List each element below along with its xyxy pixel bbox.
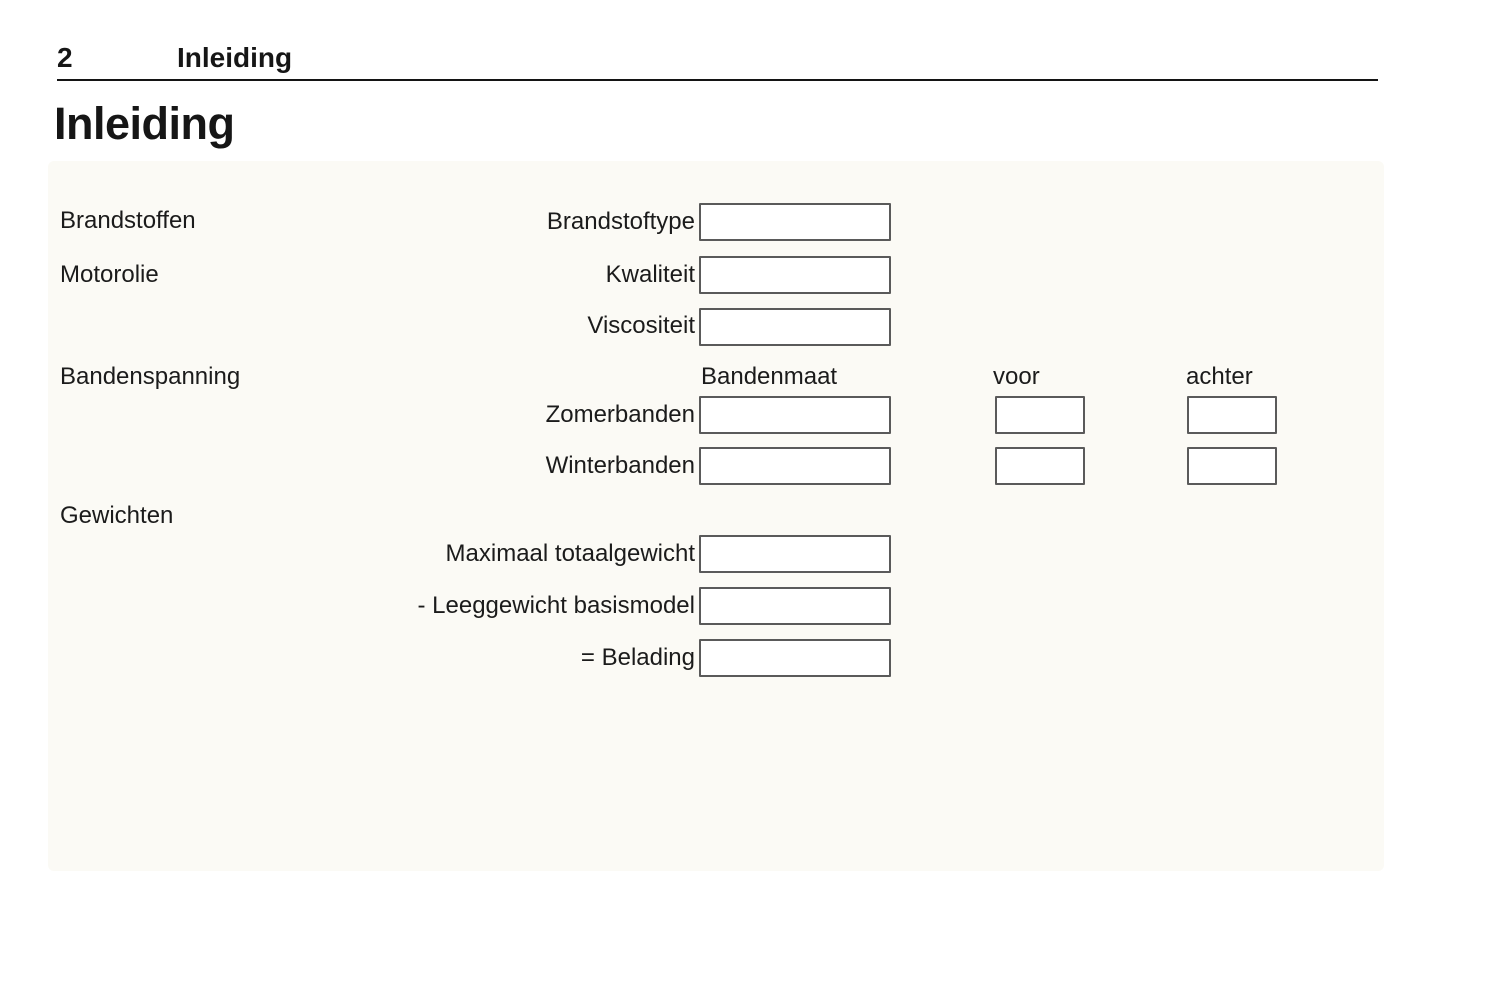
field-label-maximaal-totaalgewicht: Maximaal totaalgewicht bbox=[445, 540, 695, 567]
row-label-zomerbanden: Zomerbanden bbox=[545, 401, 695, 428]
column-header-achter: achter bbox=[1186, 363, 1253, 390]
winterbanden-achter-input[interactable] bbox=[1187, 447, 1277, 485]
column-header-voor: voor bbox=[993, 363, 1040, 390]
field-label-belading: = Belading bbox=[580, 644, 695, 671]
winterbanden-maat-input[interactable] bbox=[699, 447, 891, 485]
section-label-brandstoffen: Brandstoffen bbox=[60, 207, 196, 234]
field-label-viscositeit: Viscositeit bbox=[587, 312, 695, 339]
page-title: Inleiding bbox=[54, 98, 235, 149]
maximaal-totaalgewicht-input[interactable] bbox=[699, 535, 891, 573]
viscositeit-input[interactable] bbox=[699, 308, 891, 346]
column-header-bandenmaat: Bandenmaat bbox=[701, 363, 838, 390]
zomerbanden-voor-input[interactable] bbox=[995, 396, 1085, 434]
section-label-bandenspanning: Bandenspanning bbox=[60, 363, 241, 390]
chapter-header: Inleiding bbox=[177, 42, 293, 73]
header-rule bbox=[57, 79, 1378, 81]
field-label-brandstoftype: Brandstoftype bbox=[546, 208, 695, 235]
zomerbanden-achter-input[interactable] bbox=[1187, 396, 1277, 434]
section-label-motorolie: Motorolie bbox=[60, 261, 159, 288]
kwaliteit-input[interactable] bbox=[699, 256, 891, 294]
brandstoftype-input[interactable] bbox=[699, 203, 891, 241]
winterbanden-voor-input[interactable] bbox=[995, 447, 1085, 485]
leeggewicht-basismodel-input[interactable] bbox=[699, 587, 891, 625]
field-label-kwaliteit: Kwaliteit bbox=[605, 261, 695, 288]
row-label-winterbanden: Winterbanden bbox=[545, 452, 695, 479]
section-label-gewichten: Gewichten bbox=[60, 502, 174, 529]
belading-input[interactable] bbox=[699, 639, 891, 677]
zomerbanden-maat-input[interactable] bbox=[699, 396, 891, 434]
page-number: 2 bbox=[57, 42, 73, 73]
field-label-leeggewicht-basismodel: - Leeggewicht basismodel bbox=[417, 592, 696, 619]
